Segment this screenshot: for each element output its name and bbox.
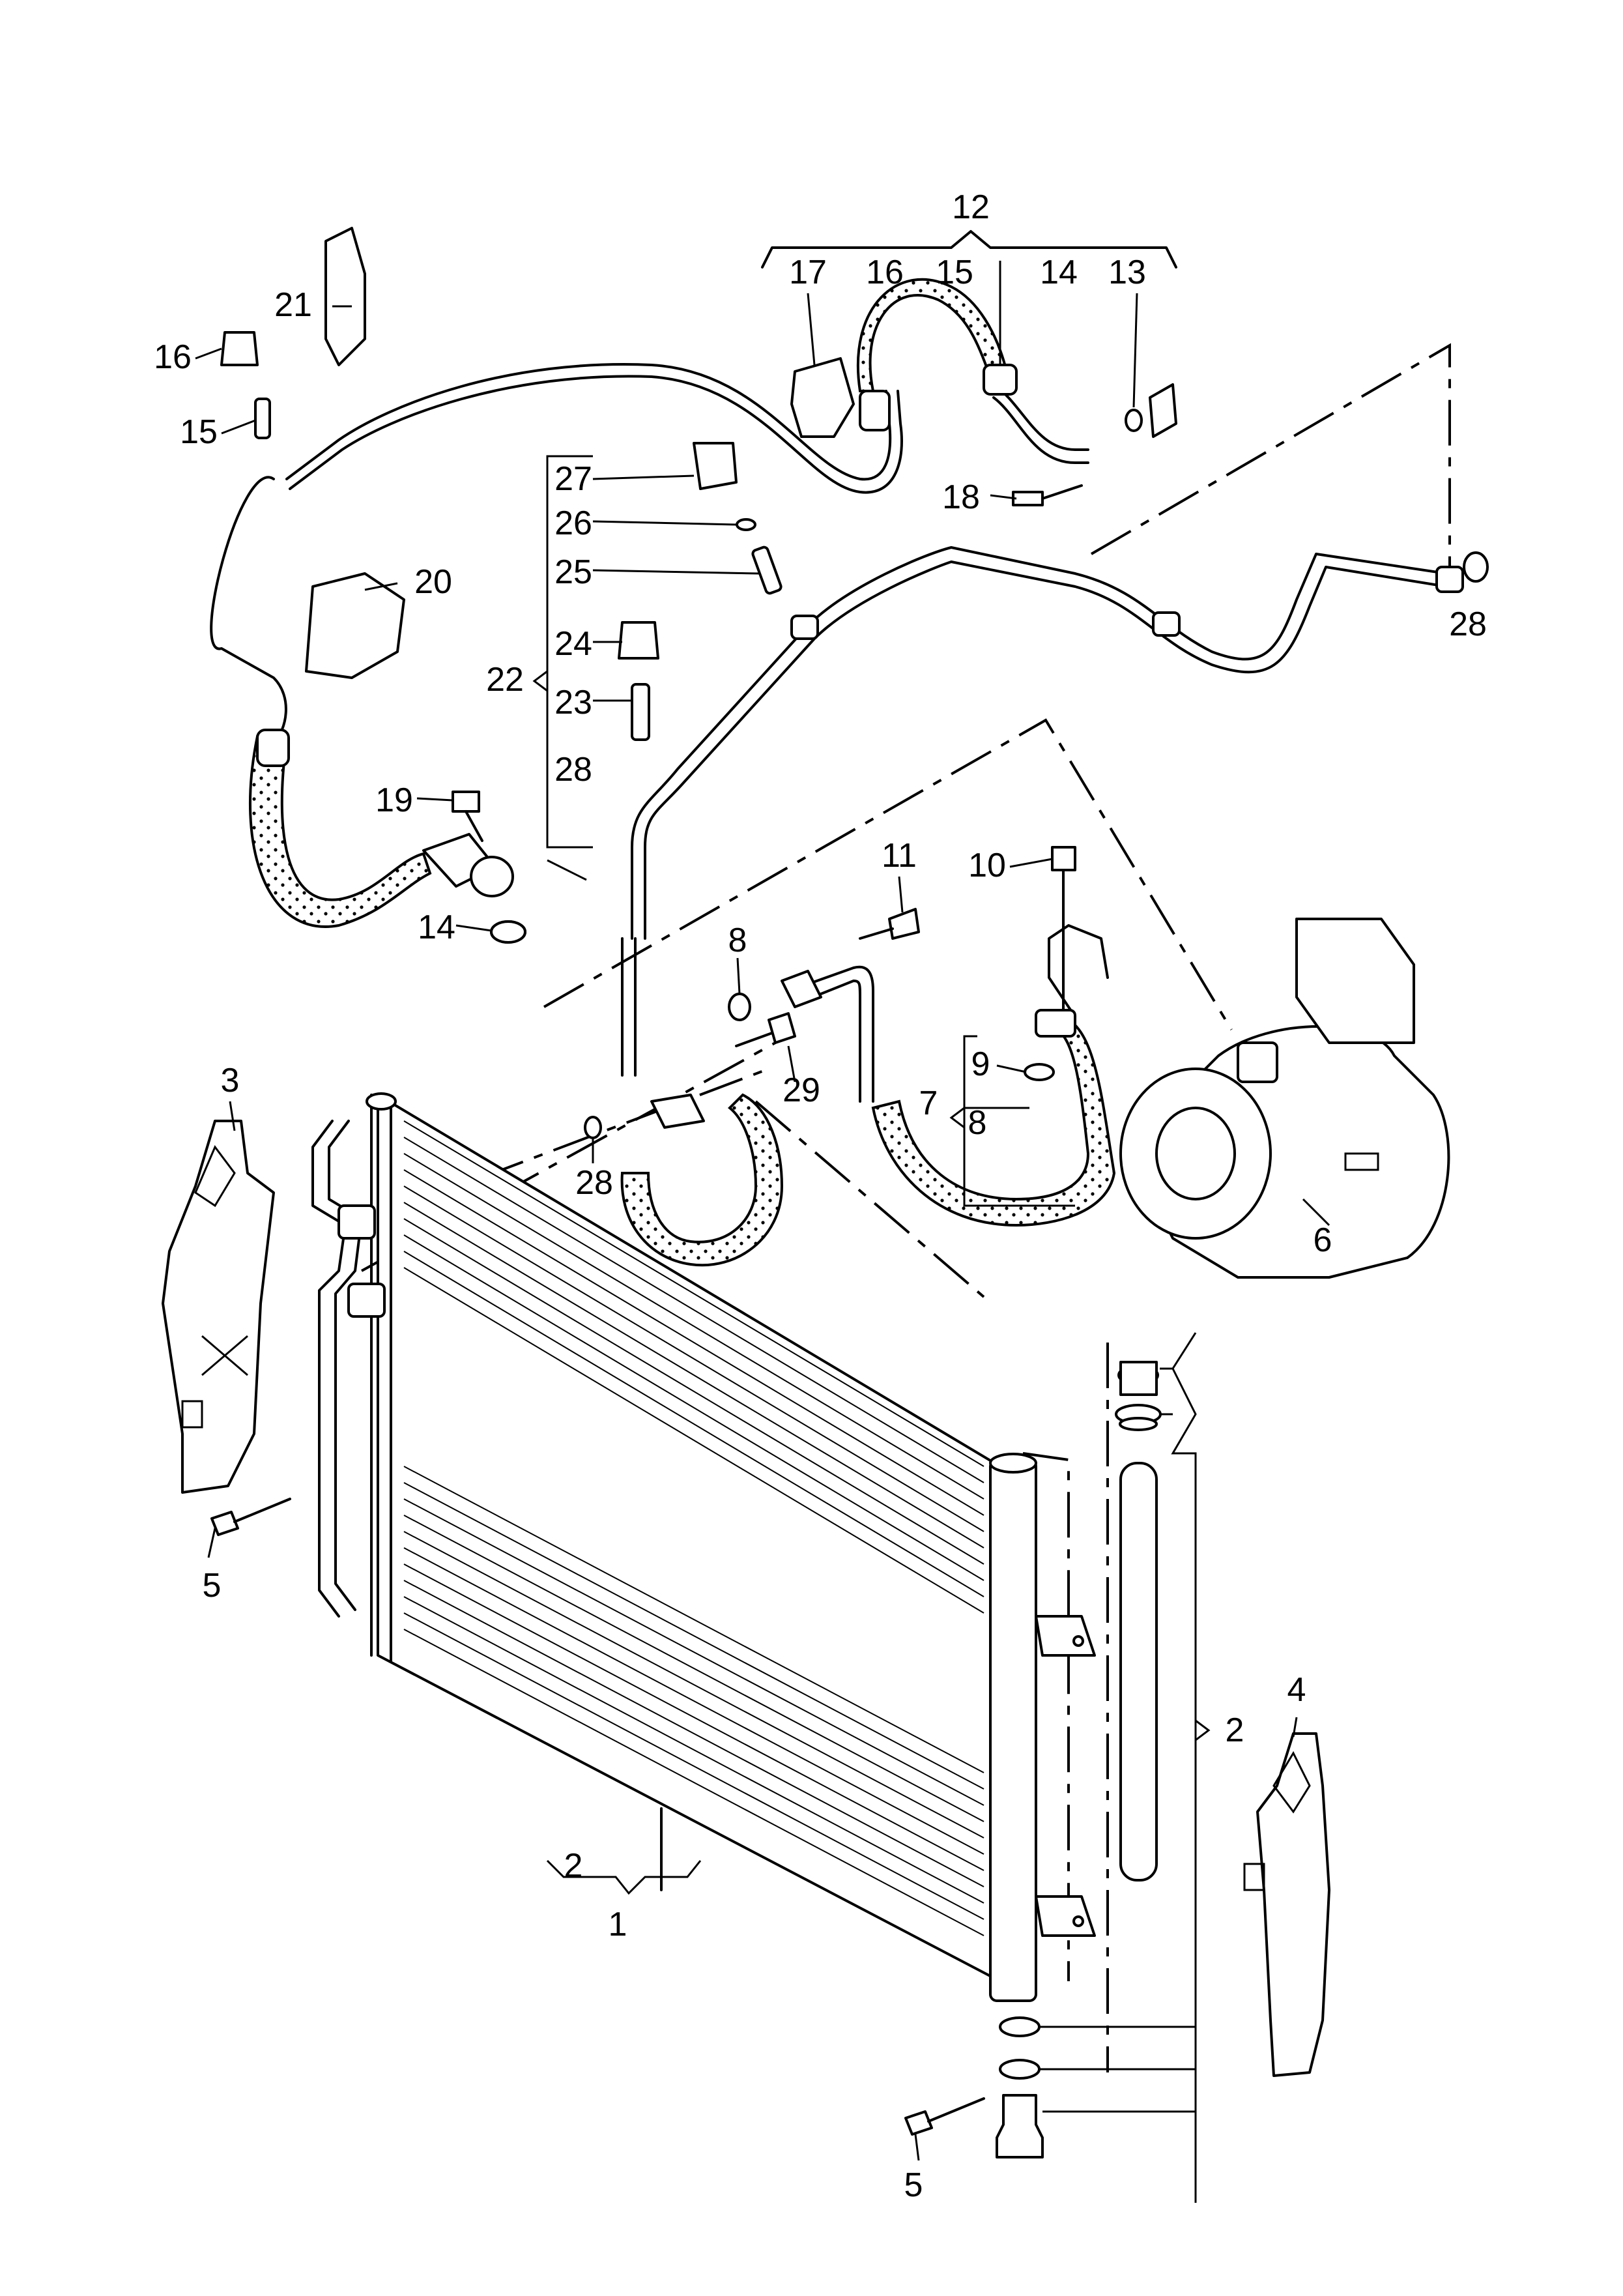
callout-5-left: 5 — [203, 1567, 222, 1605]
callout-28-group: 28 — [554, 751, 592, 789]
condenser-core — [366, 1092, 1001, 1983]
callout-15-top: 15 — [936, 254, 973, 291]
callout-5-bottom: 5 — [904, 2166, 923, 2204]
callout-28-right: 28 — [1449, 605, 1487, 643]
callout-21: 21 — [274, 286, 312, 324]
bottom-plug-parts — [996, 2016, 1044, 2158]
callout-14-top: 14 — [1040, 254, 1078, 291]
left-flex-hose — [249, 729, 526, 944]
callout-28-mid: 28 — [575, 1164, 613, 1202]
callout-23: 23 — [554, 684, 592, 721]
callout-17: 17 — [789, 254, 827, 291]
condenser-fins — [403, 1120, 984, 1936]
callout-6: 6 — [1314, 1221, 1332, 1259]
group-bracket-12 — [761, 230, 1177, 269]
callout-3: 3 — [221, 1062, 240, 1099]
callout-15-left: 15 — [180, 413, 218, 451]
callout-8-upper: 8 — [728, 922, 747, 959]
callout-22: 22 — [486, 661, 524, 699]
callout-10: 10 — [968, 847, 1006, 884]
callout-18: 18 — [942, 478, 980, 516]
callout-24: 24 — [554, 625, 592, 663]
callout-11: 11 — [882, 837, 917, 875]
callout-2-condenser: 2 — [564, 1847, 583, 1885]
fitting-10-line — [1035, 924, 1109, 1038]
compressor-hoses — [620, 965, 1116, 1267]
callout-13: 13 — [1108, 254, 1146, 291]
bracket-left-3 — [162, 1120, 275, 1494]
upper-flex-hose — [856, 278, 1018, 431]
condenser-inlet-pipe — [311, 1120, 386, 1618]
callout-9: 9 — [971, 1045, 990, 1083]
compressor — [1119, 918, 1450, 1279]
pressure-line-assembly — [621, 546, 1489, 1077]
callout-19: 19 — [375, 781, 413, 819]
callout-29: 29 — [783, 1071, 820, 1109]
callout-12: 12 — [952, 188, 990, 226]
callout-1: 1 — [609, 1906, 627, 1943]
leader-lines — [195, 261, 1330, 2203]
dryer-cartridge — [1115, 1361, 1162, 1882]
bracket-right-4 — [1243, 1732, 1330, 2077]
condenser-receiver-tube — [989, 1453, 1096, 2002]
callout-labels: 1 2 2 3 4 5 5 6 7 8 8 9 10 11 12 13 14 1… — [154, 188, 1487, 2204]
callout-16-top: 16 — [866, 254, 904, 291]
callout-8-lower: 8 — [968, 1104, 987, 1142]
callout-7: 7 — [919, 1084, 938, 1122]
callout-4: 4 — [1287, 1671, 1306, 1709]
callout-20: 20 — [414, 563, 452, 601]
callout-27: 27 — [554, 460, 592, 498]
callout-25: 25 — [554, 553, 592, 591]
callout-16-left: 16 — [154, 338, 192, 376]
callout-2-dryer: 2 — [1226, 1711, 1244, 1749]
small-parts — [210, 227, 1177, 2136]
callout-14-left: 14 — [418, 908, 455, 946]
callout-26: 26 — [554, 504, 592, 542]
